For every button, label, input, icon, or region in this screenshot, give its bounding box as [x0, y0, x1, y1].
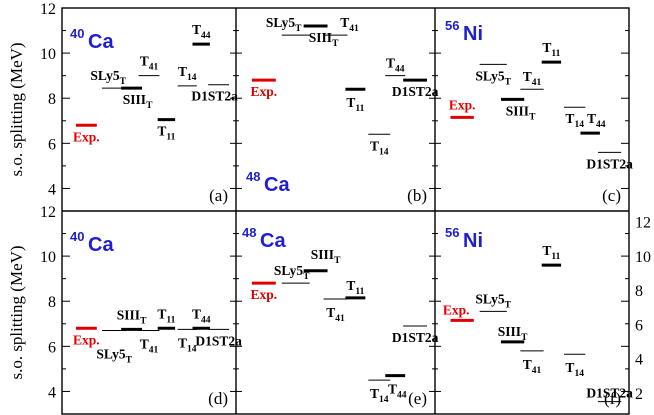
level-label: T14: [370, 386, 389, 405]
panel-label: (a): [209, 186, 228, 205]
nucleus-symbol: Ca: [88, 234, 114, 256]
level-label: T41: [140, 337, 159, 356]
level-label: T41: [523, 357, 542, 376]
panel-label: (e): [408, 389, 427, 408]
level-label: SIIIT: [117, 307, 147, 326]
level-label: SIIIT: [311, 247, 341, 266]
nucleus-symbol: Ca: [264, 174, 290, 196]
level-label: T44: [192, 306, 211, 325]
y-tick-label: 12: [40, 1, 56, 18]
level-label: T11: [346, 278, 364, 297]
level-label: SLy5T: [475, 68, 511, 87]
level-label: T14: [370, 138, 389, 157]
y-tick-label: 10: [40, 46, 56, 63]
level-label: Exp.: [73, 332, 100, 347]
panel-label: (c): [602, 186, 621, 205]
panel-label: (d): [208, 389, 228, 408]
nucleus-mass: 56: [445, 225, 459, 240]
nucleus-mass: 56: [445, 18, 459, 33]
level-label: SIIIT: [309, 30, 339, 49]
y-tick-label: 8: [48, 91, 56, 108]
right-y-tick-label: 4: [635, 352, 643, 369]
level-label: D1ST2a: [586, 386, 633, 401]
level-label: Exp.: [443, 302, 470, 317]
level-label: T14: [178, 335, 197, 354]
level-label: Exp.: [251, 84, 278, 99]
level-label: SIIIT: [498, 324, 528, 343]
y-tick-label: 10: [40, 249, 56, 266]
level-label: T41: [523, 69, 542, 88]
panel-label: (b): [407, 186, 427, 205]
y-tick-label: 12: [40, 204, 56, 221]
level-label: T41: [340, 15, 359, 34]
level-label: T44: [587, 111, 606, 130]
right-y-tick-label: 6: [635, 317, 643, 334]
level-label: T44: [192, 22, 211, 41]
y-tick-label: 8: [48, 294, 56, 311]
level-label: D1ST2a: [392, 84, 439, 99]
level-label: T14: [565, 111, 584, 130]
nucleus-mass: 40: [70, 229, 84, 244]
nucleus-mass: 48: [242, 225, 256, 240]
right-y-tick-label: 8: [635, 283, 643, 300]
level-label: Exp.: [251, 287, 278, 302]
level-label: T11: [542, 243, 560, 262]
level-label: T11: [157, 306, 175, 325]
y-axis-title: s.o. splitting (MeV): [7, 42, 26, 176]
level-label: D1ST2a: [191, 89, 238, 104]
level-label: Exp.: [449, 97, 476, 112]
level-label: T44: [386, 56, 405, 75]
panel-label: (f): [604, 389, 621, 408]
level-label: T41: [140, 54, 159, 73]
level-label: D1ST2a: [586, 156, 633, 171]
level-label: SLy5T: [274, 263, 310, 282]
nucleus-symbol: Ni: [463, 23, 483, 45]
nucleus-symbol: Ca: [260, 230, 286, 252]
nucleus-symbol: Ca: [88, 31, 114, 53]
y-axis-title: s.o. splitting (MeV): [7, 245, 26, 379]
y-tick-label: 6: [48, 136, 56, 153]
level-label: SLy5T: [266, 15, 302, 34]
nucleus-mass: 48: [246, 169, 260, 184]
level-label: SLy5T: [90, 68, 126, 87]
level-label: T14: [178, 64, 197, 83]
level-label: T11: [542, 40, 560, 59]
right-y-tick-label: 2: [635, 386, 643, 403]
nucleus-mass: 40: [70, 26, 84, 41]
y-tick-label: 4: [48, 181, 56, 198]
level-label: SLy5T: [96, 347, 132, 366]
axis-labels: 4 6 8 10 12 4 6 8 10 12 2 4 6 8 10 12 s.o. splitting (Me…: [7, 1, 651, 403]
level-label: SIIIT: [506, 103, 536, 122]
y-tick-label: 6: [48, 339, 56, 356]
level-label: T11: [346, 95, 364, 114]
level-label: T11: [157, 124, 175, 143]
level-label: D1ST2a: [195, 333, 242, 348]
right-y-tick-label: 12: [635, 215, 651, 232]
right-y-tick-label: 10: [635, 249, 651, 266]
level-label: T41: [326, 305, 345, 324]
level-label: SIIIT: [123, 92, 153, 111]
level-label: T44: [388, 382, 407, 401]
level-label: T14: [565, 360, 584, 379]
level-label: Exp.: [73, 129, 100, 144]
level-label: D1ST2a: [392, 330, 439, 345]
level-label: SLy5T: [475, 291, 511, 310]
y-tick-label: 4: [48, 384, 56, 401]
nucleus-symbol: Ni: [463, 230, 483, 252]
